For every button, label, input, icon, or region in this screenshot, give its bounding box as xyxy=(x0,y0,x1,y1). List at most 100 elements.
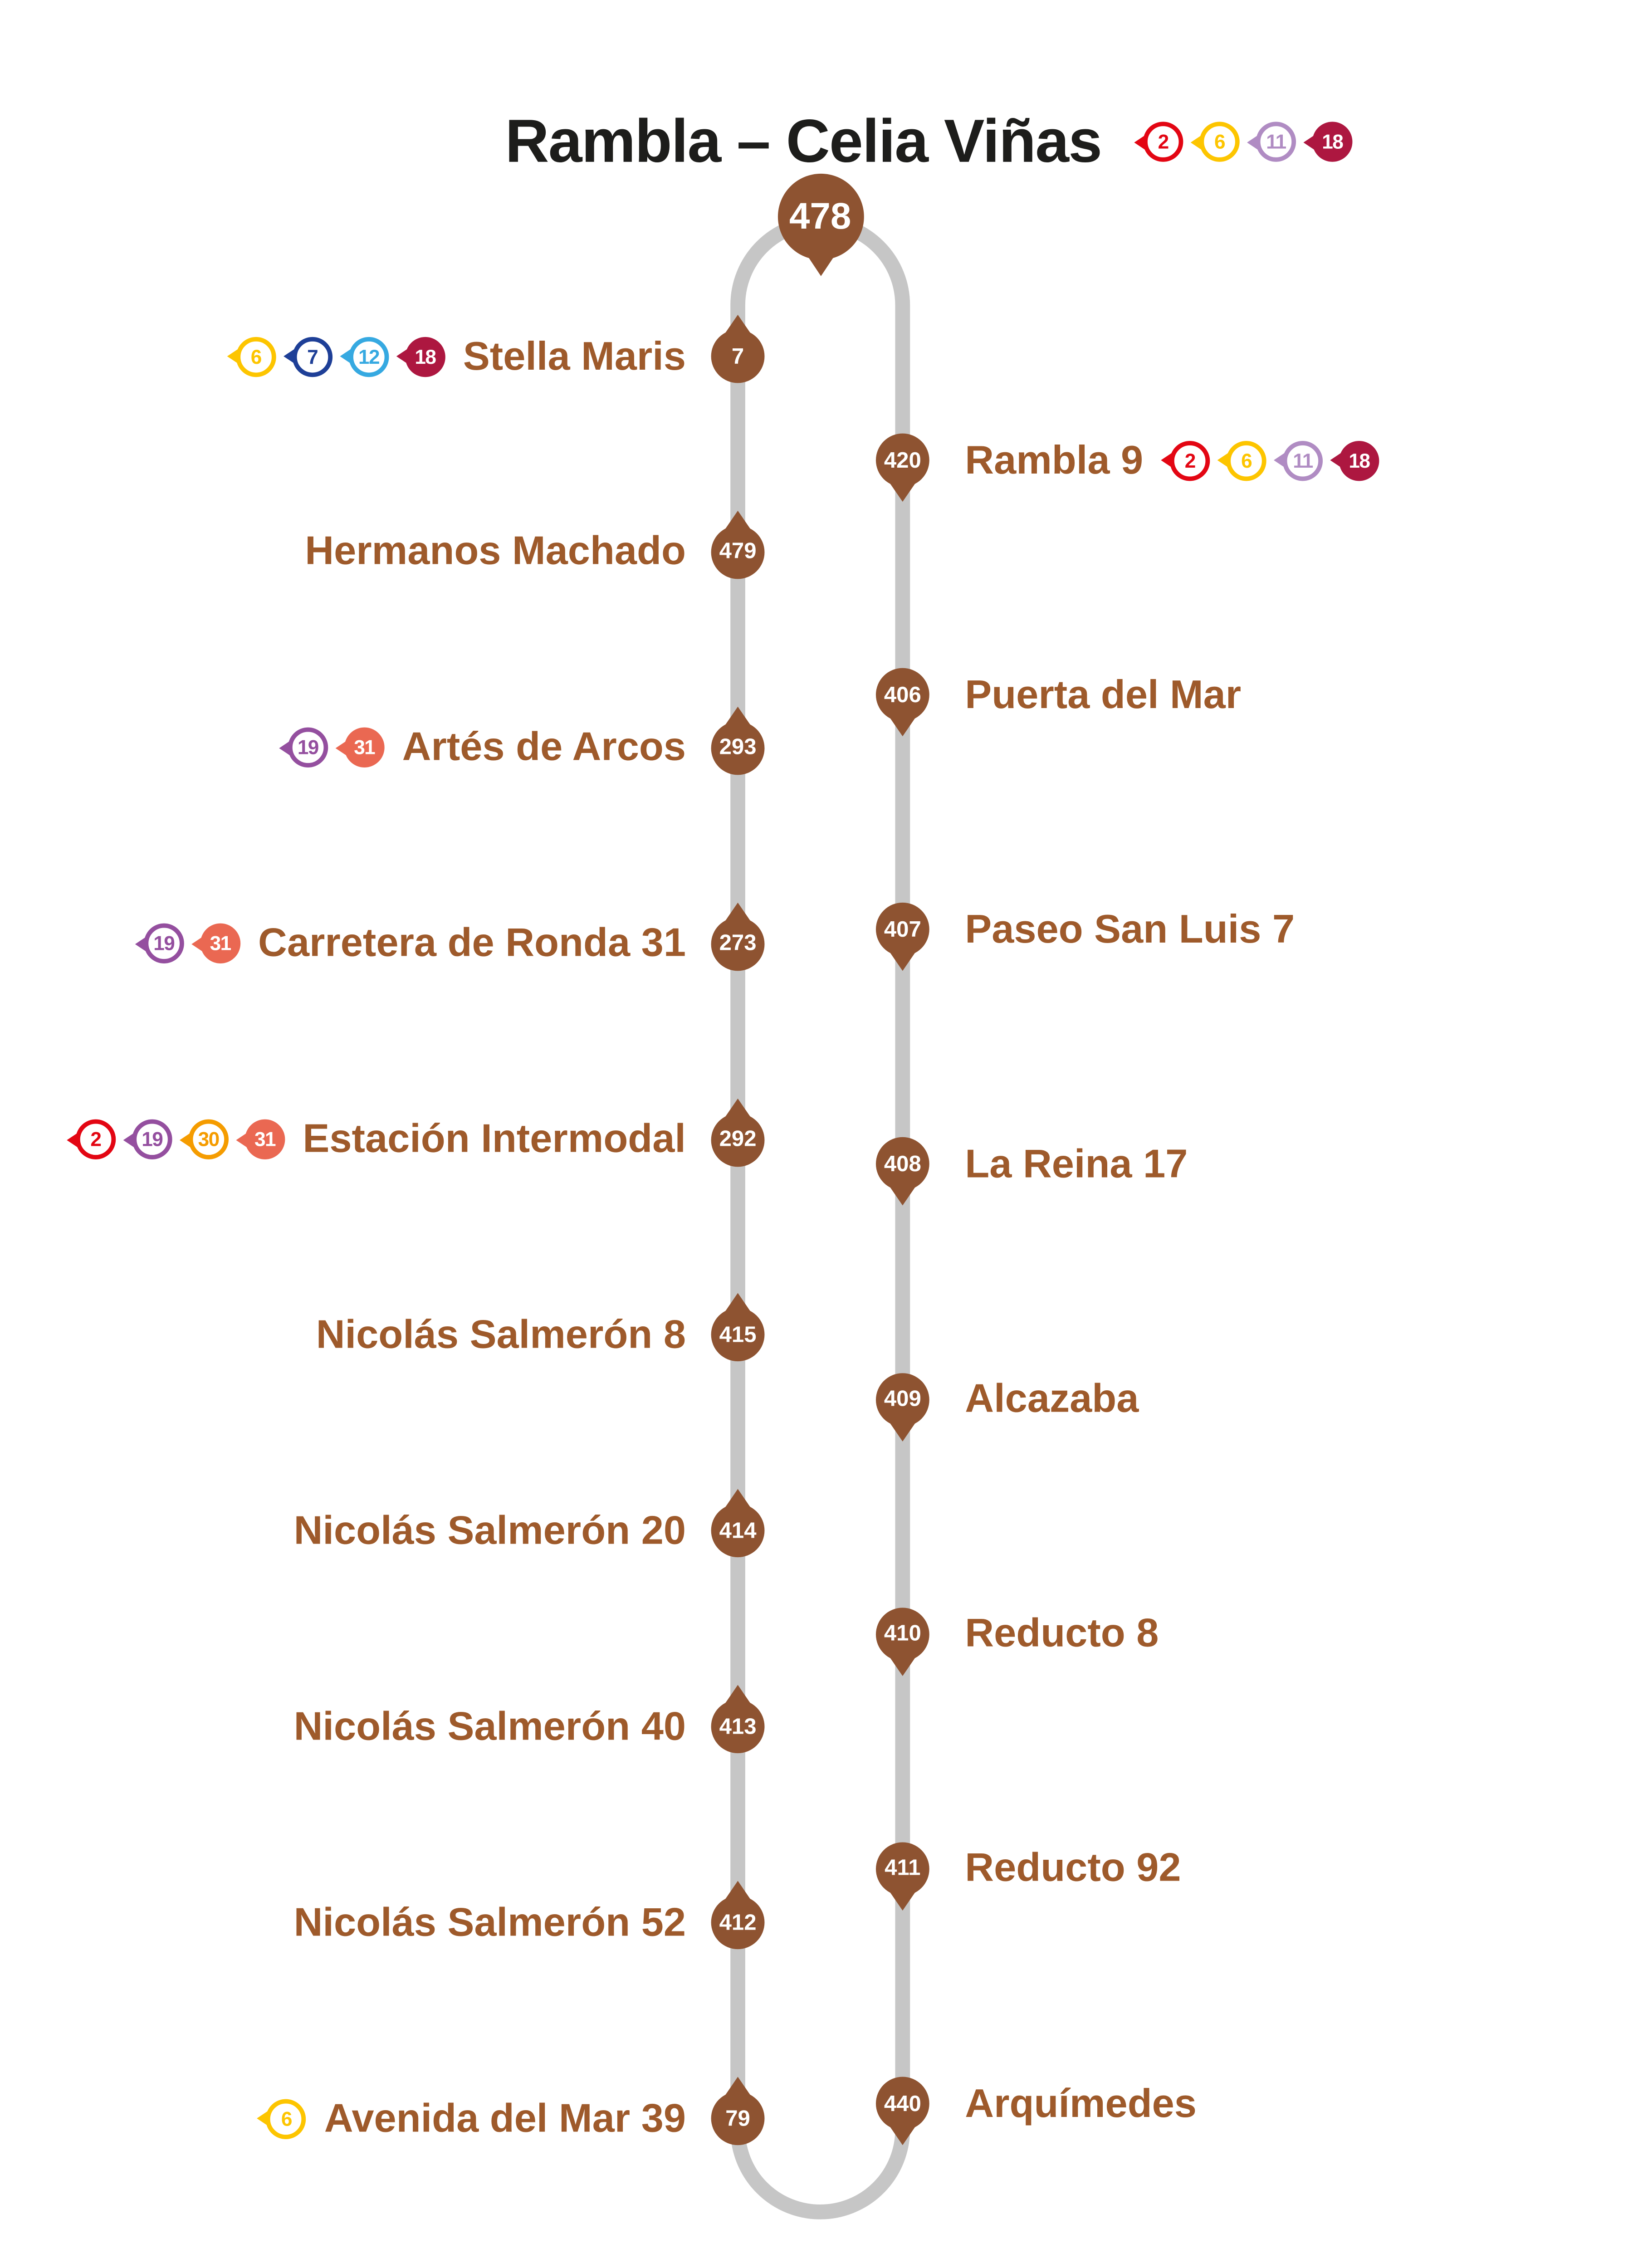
stop-row-79: 6 Avenida del Mar 39 xyxy=(59,2086,686,2151)
stop-code: 7 xyxy=(711,329,765,383)
line-19-badge: 19 xyxy=(135,924,184,964)
stop-marker-479: 479 xyxy=(705,510,771,579)
stop-code: 440 xyxy=(875,2077,929,2131)
stop-row-406: Puerta del Mar xyxy=(965,662,1603,728)
line-18-badge: 18 xyxy=(396,336,445,376)
stop-row-408: La Reina 17 xyxy=(965,1132,1603,1197)
line-number: 2 xyxy=(75,1119,116,1160)
stop-label: Nicolás Salmerón 20 xyxy=(293,1508,686,1553)
line-19-badge: 19 xyxy=(279,728,328,768)
stop-label: Avenida del Mar 39 xyxy=(324,2095,686,2140)
line-number: 18 xyxy=(1312,122,1353,162)
stop-marker-410: 410 xyxy=(870,1607,935,1676)
stop-code: 410 xyxy=(875,1607,929,1661)
stop-marker-440: 440 xyxy=(870,2077,935,2146)
stop-row-414: Nicolás Salmerón 20 xyxy=(59,1498,686,1564)
line-31-badge: 31 xyxy=(191,924,240,964)
line-number: 31 xyxy=(344,728,385,768)
stop-code: 420 xyxy=(875,433,929,487)
line-19-badge: 19 xyxy=(123,1119,172,1160)
stop-marker-406: 406 xyxy=(870,668,935,737)
stop-code: 479 xyxy=(711,525,765,579)
stop-marker-412: 412 xyxy=(705,1881,771,1950)
line-number: 18 xyxy=(405,336,445,376)
line-2-badge: 2 xyxy=(1134,122,1183,162)
stop-row-411: Reducto 92 xyxy=(965,1836,1603,1901)
stop-label: Carretera de Ronda 31 xyxy=(258,920,686,965)
line-number: 12 xyxy=(348,336,389,376)
stop-label: Paseo San Luis 7 xyxy=(965,906,1295,952)
line-11-badge: 11 xyxy=(1247,122,1296,162)
stop-marker-292: 292 xyxy=(705,1098,771,1166)
stop-code: 407 xyxy=(875,903,929,957)
stop-row-440: Arquímedes xyxy=(965,2071,1603,2136)
stop-code: 415 xyxy=(711,1308,765,1362)
stop-code: 79 xyxy=(711,2092,765,2146)
line-number: 19 xyxy=(288,728,328,768)
line-number: 6 xyxy=(1226,440,1266,480)
stop-label: Reducto 8 xyxy=(965,1611,1159,1656)
line-12-badge: 12 xyxy=(340,336,389,376)
stop-marker-293: 293 xyxy=(705,706,771,775)
stop-code: 478 xyxy=(777,173,864,260)
stop-label: Alcazaba xyxy=(965,1376,1139,1421)
stop-label: Reducto 92 xyxy=(965,1846,1181,1891)
line-number: 18 xyxy=(1339,440,1379,480)
stop-marker-7: 7 xyxy=(705,314,771,383)
stop-code: 273 xyxy=(711,917,765,971)
stop-row-410: Reducto 8 xyxy=(965,1601,1603,1667)
stop-label: Artés de Arcos xyxy=(402,724,686,770)
line-number: 6 xyxy=(266,2098,307,2139)
line-6-badge: 6 xyxy=(1217,440,1266,480)
line-number: 7 xyxy=(292,336,332,376)
stop-row-407: Paseo San Luis 7 xyxy=(965,897,1603,963)
line-11-badge: 11 xyxy=(1274,440,1323,480)
stop-label: Nicolás Salmerón 40 xyxy=(293,1704,686,1749)
stop-code: 411 xyxy=(875,1842,929,1896)
stop-marker-408: 408 xyxy=(870,1138,935,1206)
stop-label: Puerta del Mar xyxy=(965,672,1242,717)
stop-label: Hermanos Machado xyxy=(305,529,686,574)
line-number: 2 xyxy=(1143,122,1183,162)
line-6-badge: 6 xyxy=(257,2098,307,2139)
stop-label: Nicolás Salmerón 52 xyxy=(293,1899,686,1944)
line-number: 31 xyxy=(200,924,240,964)
stop-marker-478: 478 xyxy=(777,173,864,276)
stop-marker-407: 407 xyxy=(870,903,935,972)
stop-code: 408 xyxy=(875,1138,929,1192)
line-number: 2 xyxy=(1170,440,1210,480)
stop-code: 406 xyxy=(875,668,929,722)
stop-marker-420: 420 xyxy=(870,433,935,502)
line-2-badge: 2 xyxy=(1161,440,1210,480)
line-number: 6 xyxy=(236,336,276,376)
line-18-badge: 18 xyxy=(1303,122,1353,162)
stop-label: Nicolás Salmerón 8 xyxy=(316,1312,686,1357)
line-18-badge: 18 xyxy=(1330,440,1379,480)
line-6-badge: 6 xyxy=(1190,122,1240,162)
stop-marker-413: 413 xyxy=(705,1685,771,1754)
line-number: 31 xyxy=(244,1119,285,1160)
line-number: 6 xyxy=(1199,122,1240,162)
stop-marker-273: 273 xyxy=(705,902,771,971)
line-number: 30 xyxy=(188,1119,229,1160)
line-31-badge: 31 xyxy=(236,1119,285,1160)
line-number: 19 xyxy=(132,1119,172,1160)
stop-row-409: Alcazaba xyxy=(965,1367,1603,1432)
line-6-badge: 6 xyxy=(227,336,276,376)
stop-line-badges: 6 xyxy=(257,2098,307,2139)
stop-marker-409: 409 xyxy=(870,1372,935,1441)
stop-marker-415: 415 xyxy=(705,1293,771,1362)
stop-label: Arquímedes xyxy=(965,2080,1197,2125)
line-30-badge: 30 xyxy=(179,1119,229,1160)
